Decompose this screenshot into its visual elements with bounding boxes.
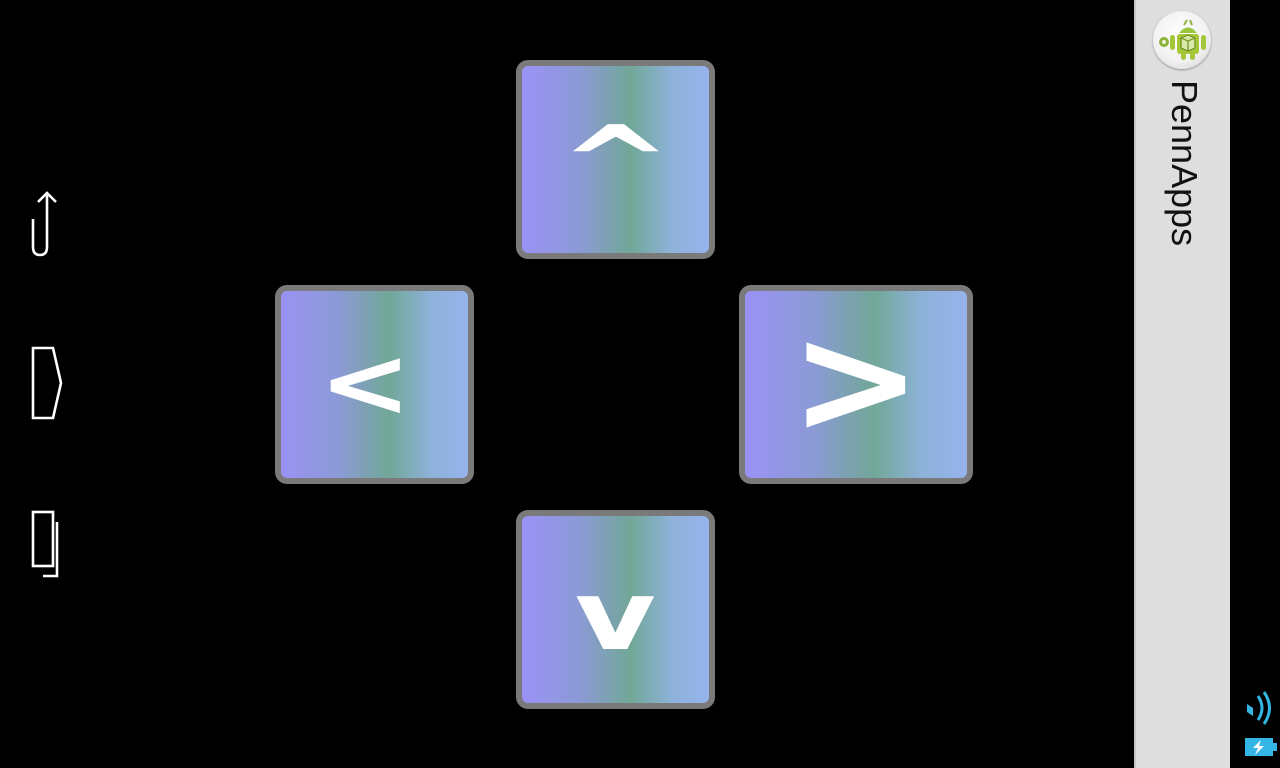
system-navigation-bar [0, 0, 90, 768]
right-arrow-button[interactable]: > [739, 285, 973, 484]
wifi-icon [1247, 691, 1271, 725]
app-title: PennApps [1164, 80, 1205, 247]
left-arrow-button[interactable]: < [275, 285, 474, 484]
up-arrow-button[interactable]: ^ [516, 60, 715, 259]
status-bar [1230, 0, 1280, 768]
home-button[interactable] [18, 346, 72, 420]
app-icon-button[interactable] [1153, 11, 1211, 69]
android-app-icon [1159, 19, 1206, 60]
battery-charging-icon [1245, 738, 1277, 756]
right-arrow-label: > [790, 293, 922, 468]
left-arrow-label: < [319, 326, 412, 439]
recent-apps-button[interactable] [18, 508, 72, 580]
back-icon [31, 191, 57, 257]
up-arrow-label: ^ [558, 103, 673, 221]
down-arrow-button[interactable]: v [516, 510, 715, 709]
back-button[interactable] [18, 188, 72, 260]
down-arrow-label: v [574, 559, 657, 672]
home-icon [31, 346, 63, 420]
recent-apps-icon [31, 510, 59, 578]
action-bar: PennApps [1134, 0, 1230, 768]
